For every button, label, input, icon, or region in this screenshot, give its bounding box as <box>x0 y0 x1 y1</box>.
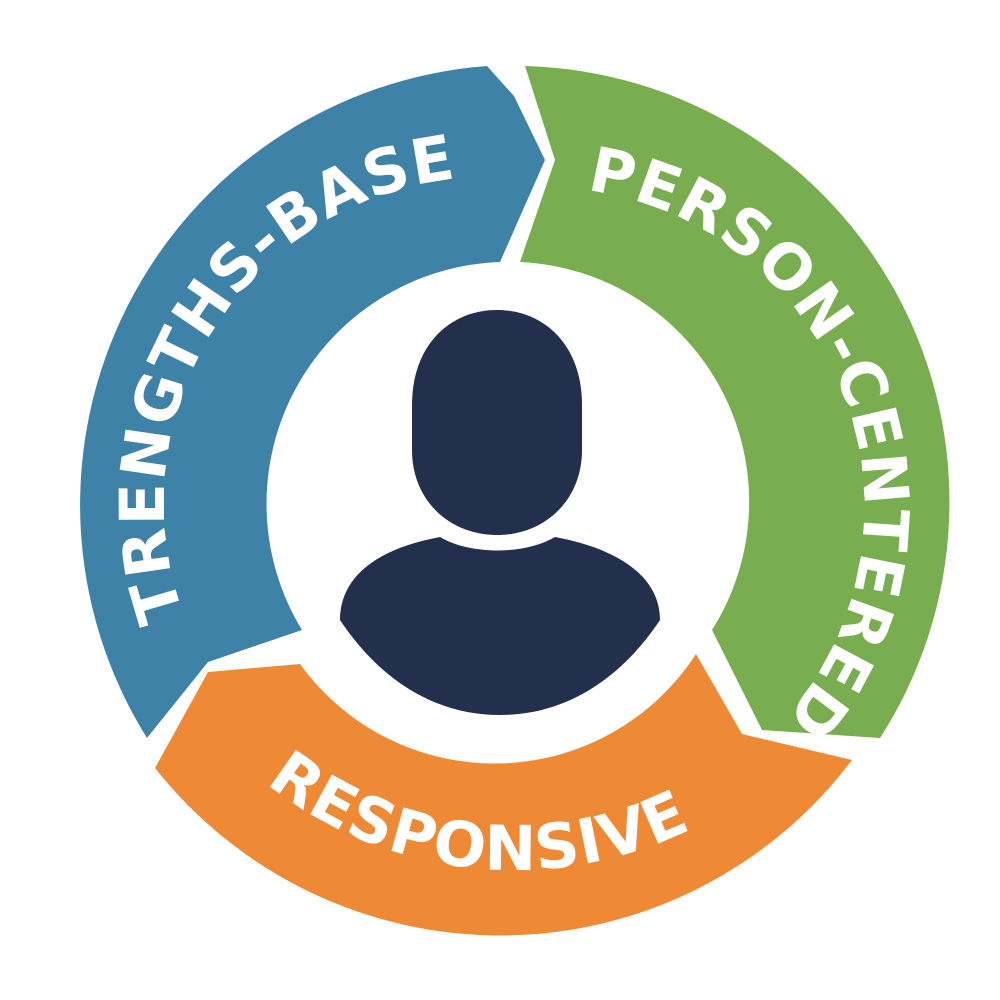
segment-responsive-shape <box>155 654 852 936</box>
person-body <box>340 537 660 715</box>
person-head <box>412 310 582 535</box>
segment-person-centered-shape <box>520 66 950 738</box>
person-icon <box>340 310 660 715</box>
segment-strengths-based-shape <box>80 66 546 738</box>
